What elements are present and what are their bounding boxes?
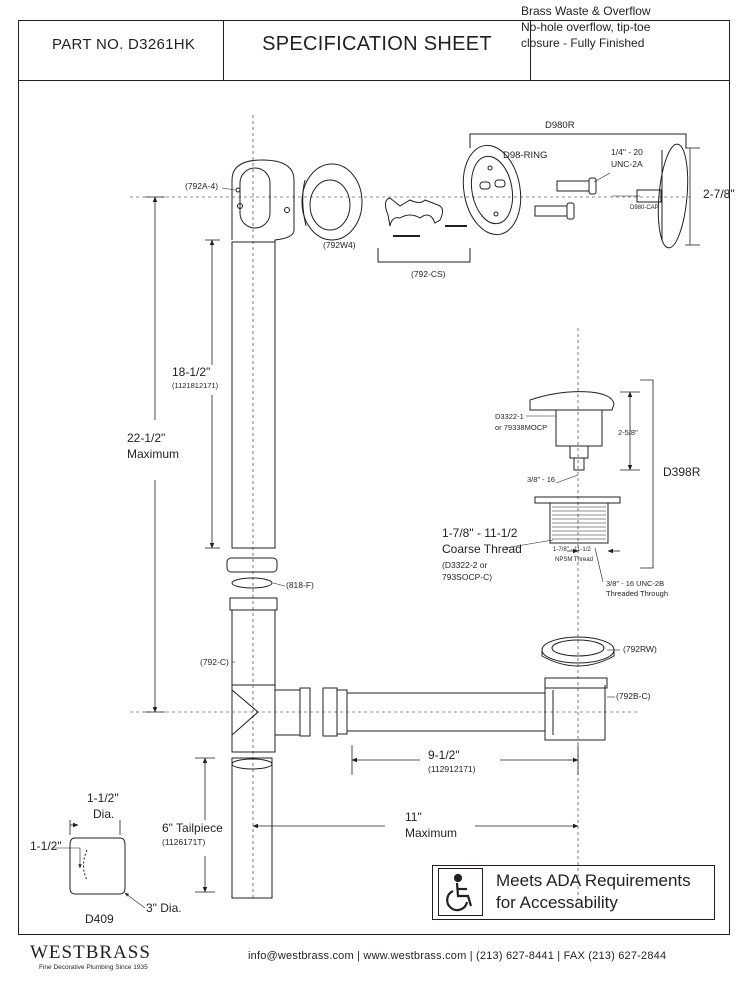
label-d98-ring: D98-RING [503, 150, 548, 161]
label-slip-nut: (818-F) [286, 580, 314, 590]
part-number-cell: PART NO. D3261HK [19, 21, 224, 80]
label-screw-thread: UNC-2A [611, 159, 643, 169]
part-number: PART NO. D3261HK [52, 36, 196, 53]
label-9-1-2-code: (112912171) [428, 764, 476, 774]
label-d409-dia-top-sub: Dia. [93, 807, 115, 821]
leader-lines [52, 172, 640, 909]
shoe [544, 677, 608, 741]
overflow-cap [657, 143, 689, 249]
label-clip: (792-CS) [411, 269, 446, 279]
label-threaded-through: Threaded Through [606, 589, 668, 598]
label-d409: D409 [85, 912, 114, 926]
label-tailpiece: 6" Tailpiece [162, 821, 223, 835]
label-d398r: D398R [663, 465, 701, 479]
label-d980-cap: D980-CAP [630, 205, 659, 211]
ada-line-1: Meets ADA Requirements [496, 871, 691, 890]
description-line-1: Brass Waste & Overflow [521, 4, 651, 18]
label-npsm-size: 1-7/8" - 11-1/2 [553, 547, 591, 553]
brand-tagline: Fine Decorative Plumbing Since 1935 [39, 964, 148, 971]
label-cap-diameter: 2-7/8" [703, 187, 735, 201]
brand-logo: WESTBRASS [30, 942, 151, 963]
overflow-gasket [301, 163, 363, 241]
sheet-title-cell: SPECIFICATION SHEET [224, 21, 531, 80]
description-line-2: No-hole overflow, tip-toe [521, 20, 651, 34]
label-screw-size: 1/4" - 20 [611, 147, 643, 157]
overflow-elbow [231, 159, 295, 245]
label-stopper-part-alt: or 79338MOCP [495, 423, 548, 432]
label-thread-part: (D3322-2 or [442, 560, 488, 570]
label-tailpiece-code: (1126171T) [162, 837, 206, 847]
title-block: PART NO. D3261HK SPECIFICATION SHEET [18, 20, 730, 81]
screws [534, 177, 662, 220]
sheet-title: SPECIFICATION SHEET [262, 33, 492, 55]
clip [384, 197, 467, 237]
tailpiece [231, 757, 273, 899]
label-elbow: (792A-4) [185, 181, 219, 191]
label-9-1-2: 9-1/2" [428, 748, 460, 762]
label-maximum-horizontal: Maximum [405, 826, 458, 840]
label-stud: 3/8" - 16 [527, 475, 556, 484]
label-stopper-part: D3322-1 [495, 412, 524, 421]
label-22-1-2: 22-1/2" [127, 431, 166, 445]
stopper [529, 391, 615, 471]
label-npsm: NPSM Thread [555, 557, 593, 563]
waste-tee [229, 597, 311, 753]
label-d980r: D980R [545, 120, 575, 131]
product-description: Brass Waste & Overflow No-hole overflow,… [521, 3, 651, 51]
label-shoe: (792B-C) [616, 691, 651, 701]
label-washer-rw: (792RW) [623, 644, 657, 654]
center-lines [130, 115, 690, 900]
label-thread-type: Coarse Thread [442, 542, 522, 556]
dimension-lines [69, 147, 700, 893]
wheelchair-icon [438, 868, 483, 916]
label-unc-2b: 3/8" - 16 UNC-2B [606, 579, 665, 588]
description-line-3: closure - Fully Finished [521, 36, 645, 50]
drawing-frame [18, 20, 730, 935]
slip-nut [226, 557, 278, 589]
label-stopper-height: 2-5/8" [618, 428, 638, 437]
label-18-1-2-code: (1121812171) [172, 381, 219, 390]
label-d409-side: 1-1/2" [30, 839, 62, 853]
drain-body [534, 496, 621, 544]
label-18-1-2: 18-1/2" [172, 365, 211, 379]
overflow-tube [231, 241, 276, 549]
label-thread-part-alt: 793SOCP-C) [442, 572, 493, 582]
ada-box [432, 865, 715, 920]
label-tee: (792-C) [200, 657, 229, 667]
d98-ring-plate [462, 144, 522, 236]
label-maximum-vertical: Maximum [127, 447, 180, 461]
label-gasket-w4: (792W4) [323, 240, 356, 250]
ada-line-2: for Accessability [496, 893, 618, 912]
d409-plug [69, 837, 126, 895]
label-d409-dia-bottom: 3" Dia. [146, 901, 182, 915]
ada-statement: Meets ADA Requirements for Accessability [496, 870, 691, 914]
contact-info: info@westbrass.com | www.westbrass.com |… [248, 950, 667, 962]
label-thread-size: 1-7/8" - 11-1/2 [442, 526, 518, 540]
label-d409-dia-top: 1-1/2" [87, 791, 119, 805]
label-11: 11" [405, 810, 422, 824]
